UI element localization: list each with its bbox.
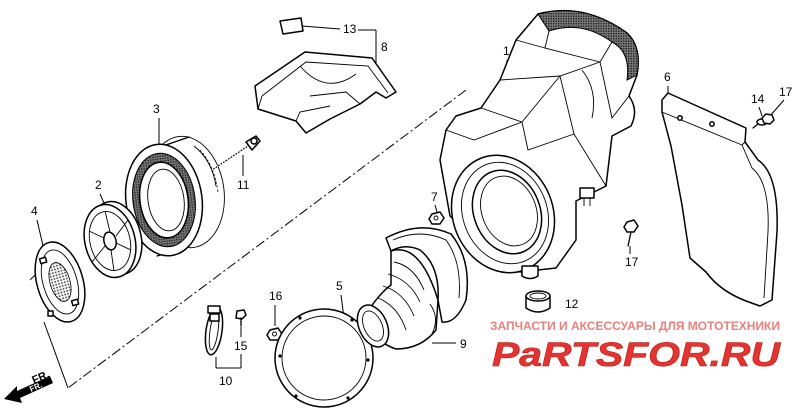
callout-7: 7 [431, 190, 438, 204]
part-2-filter-cage [83, 200, 143, 279]
callout-8: 8 [381, 40, 388, 54]
part-9-intake-boot [356, 227, 469, 350]
part-15-clamp-screw [235, 309, 247, 327]
part-1-air-cleaner-case [439, 9, 639, 280]
part-6-guard-plate [661, 92, 778, 307]
callout-13: 13 [343, 22, 357, 36]
part-5-gasket [274, 308, 374, 408]
part-11-bolt [211, 135, 261, 171]
leader-14 [758, 106, 763, 117]
assembly-axis-line-lower [43, 321, 69, 389]
assembly-axis-line [67, 89, 467, 389]
part-3-air-filter-element [124, 135, 225, 257]
callout-14: 14 [751, 92, 765, 106]
callout-3: 3 [153, 102, 160, 116]
callout-17-upper: 17 [779, 85, 793, 99]
leader-7 [434, 204, 438, 213]
callout-2: 2 [95, 178, 102, 192]
callout-10: 10 [219, 374, 233, 388]
callout-9: 9 [460, 337, 467, 351]
part-10-hose-clamp [204, 305, 224, 356]
callout-bracket-10 [215, 354, 242, 369]
callout-4: 4 [31, 204, 38, 218]
callout-6: 6 [664, 70, 671, 84]
leader-17-upper [769, 99, 785, 117]
callout-1: 1 [503, 44, 510, 58]
part-14-17-bolt-washer [752, 113, 775, 129]
callout-16: 16 [269, 289, 283, 303]
callout-5: 5 [336, 279, 343, 293]
part-13-strip [279, 17, 341, 35]
part-4-cover-plate [29, 241, 86, 323]
watermark-logo: PaRTSFOR.RU [492, 336, 782, 374]
callout-12: 12 [565, 297, 579, 311]
part-8-cover [254, 51, 397, 134]
callout-11: 11 [237, 178, 250, 192]
part-7-nut [428, 211, 445, 225]
part-17-bolt-lower [623, 219, 639, 247]
callout-15: 15 [234, 339, 248, 353]
part-12-drain-cap [525, 290, 551, 313]
callout-17-lower: 17 [625, 255, 639, 269]
watermark-caption: ЗАПЧАСТИ И АКСЕССУАРЫ ДЛЯ МОТОТЕХНИКИ [490, 321, 780, 333]
